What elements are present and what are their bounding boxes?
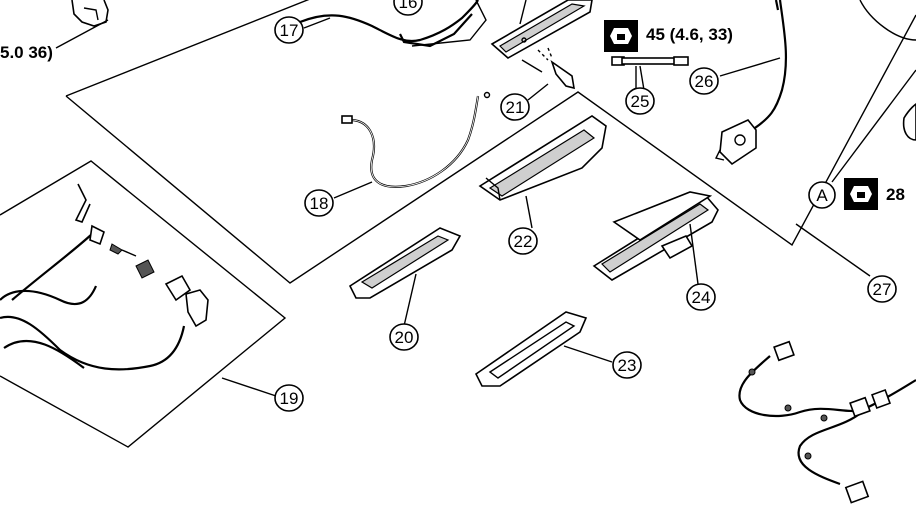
callout-23: 23 bbox=[612, 351, 642, 379]
torque-spec-top: 45 (4.6, 33) bbox=[646, 25, 733, 44]
svg-text:A: A bbox=[816, 186, 828, 205]
part-18-wire bbox=[341, 91, 491, 188]
torque-wrench-icon bbox=[844, 178, 878, 210]
part-23-plate bbox=[474, 311, 613, 387]
callout-22: 22 bbox=[508, 227, 538, 255]
svg-text:25: 25 bbox=[631, 92, 650, 111]
part-24-sill bbox=[592, 191, 719, 285]
part-upper-rail bbox=[490, 0, 593, 59]
svg-text:19: 19 bbox=[280, 389, 299, 408]
leader-lines bbox=[303, 17, 916, 277]
part-25-pin bbox=[611, 56, 689, 90]
part-16-harness bbox=[299, 0, 487, 48]
callout-26: 26 bbox=[689, 67, 719, 95]
svg-text:24: 24 bbox=[692, 288, 711, 307]
callout-19: 19 bbox=[274, 384, 304, 412]
torque-wrench-icon bbox=[604, 20, 638, 52]
svg-text:20: 20 bbox=[395, 328, 414, 347]
callout-18: 18 bbox=[304, 189, 334, 217]
part-19-frame bbox=[0, 183, 277, 397]
svg-text:26: 26 bbox=[695, 72, 714, 91]
torque-spec-left: 5.0 36) bbox=[0, 43, 53, 62]
callout-27: 27 bbox=[867, 275, 897, 303]
part-26-switch bbox=[714, 0, 916, 166]
callout-20: 20 bbox=[389, 323, 419, 351]
svg-text:21: 21 bbox=[506, 98, 525, 117]
panel-outlines bbox=[0, 0, 916, 448]
callout-24: 24 bbox=[686, 283, 716, 311]
svg-text:27: 27 bbox=[873, 280, 892, 299]
callout-25: 25 bbox=[625, 87, 655, 115]
svg-text:23: 23 bbox=[618, 356, 637, 375]
part-top-left-clip bbox=[71, 0, 109, 27]
leader-left-partial bbox=[55, 19, 109, 49]
svg-text:17: 17 bbox=[280, 21, 299, 40]
part-21-bracket bbox=[521, 47, 575, 90]
callout-A: A bbox=[808, 181, 836, 209]
callout-16: 16 bbox=[393, 0, 423, 16]
callout-21: 21 bbox=[500, 93, 530, 121]
part-20-plate bbox=[348, 227, 462, 327]
callout-17: 17 bbox=[274, 16, 304, 44]
svg-text:18: 18 bbox=[310, 194, 329, 213]
torque-spec-right: 28 bbox=[886, 185, 905, 204]
part-harness-bottom-right bbox=[738, 340, 916, 504]
svg-text:22: 22 bbox=[514, 232, 533, 251]
part-22-sill bbox=[478, 115, 607, 229]
svg-text:16: 16 bbox=[399, 0, 418, 12]
